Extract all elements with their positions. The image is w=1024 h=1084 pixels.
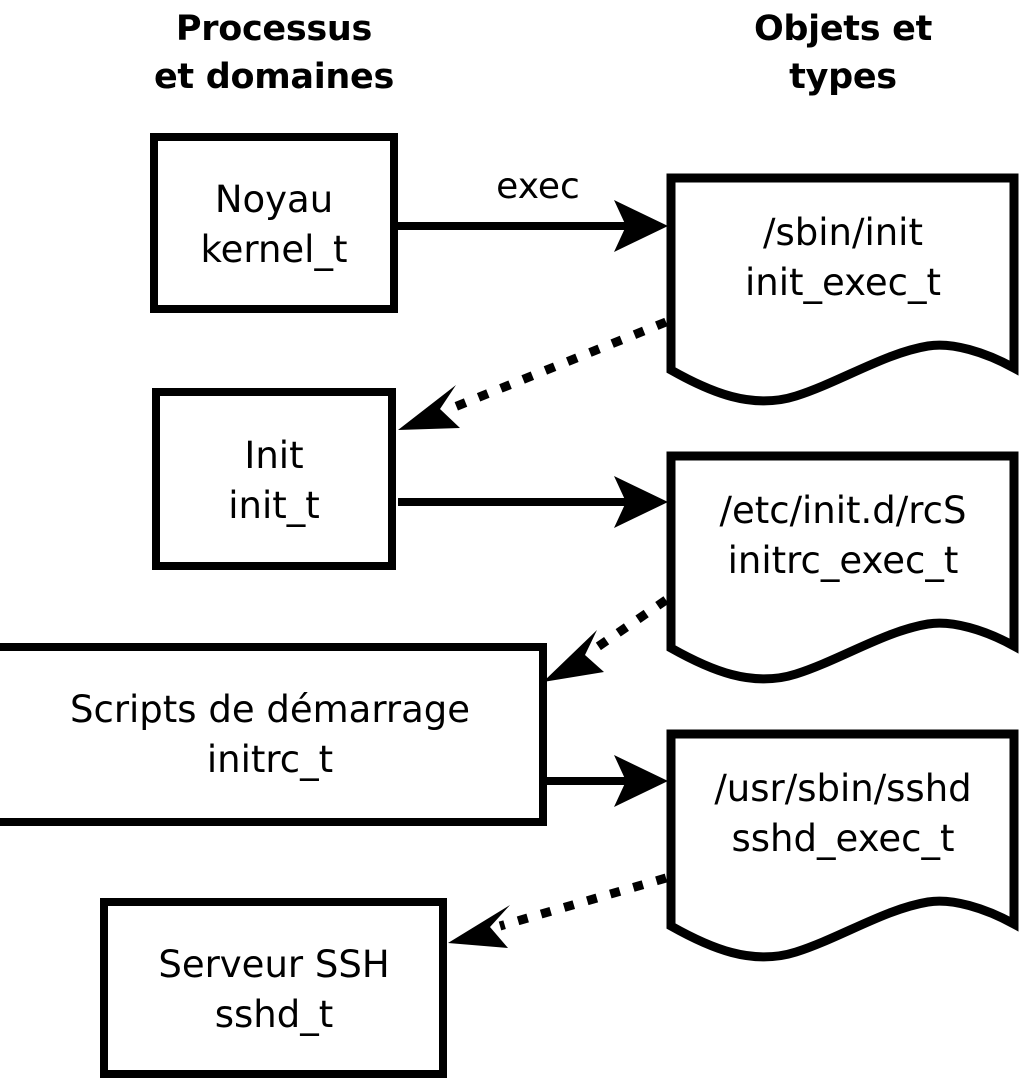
object-type-init-exec: init_exec_t	[745, 261, 941, 304]
column-header-left-line2: et domaines	[154, 57, 394, 97]
process-type-kernel: kernel_t	[201, 228, 348, 271]
object-document-initrc-exec[interactable]	[666, 451, 1019, 684]
object-type-initrc-exec: initrc_exec_t	[728, 539, 959, 582]
edge-line-dotted	[498, 873, 668, 931]
process-name-sshd: Serveur SSH	[158, 943, 389, 986]
process-node-sshd[interactable]: Serveur SSH sshd_t	[100, 898, 447, 1078]
process-node-kernel[interactable]: Noyau kernel_t	[150, 133, 398, 313]
column-header-left-line1: Processus	[176, 9, 372, 49]
arrowhead-dotted	[398, 385, 460, 430]
edge-line-dotted	[450, 317, 668, 413]
object-type-sshd-exec: sshd_exec_t	[732, 817, 955, 860]
process-type-init: init_t	[228, 484, 320, 527]
object-node-initrc-exec[interactable]: /etc/init.d/rcS initrc_exec_t	[666, 451, 1019, 684]
process-node-init[interactable]: Init init_t	[152, 388, 396, 570]
arrowhead-solid	[614, 200, 668, 252]
object-path-sshd-exec: /usr/sbin/sshd	[714, 767, 971, 810]
arrowhead-solid	[614, 476, 668, 528]
arrowhead-dotted	[543, 630, 604, 682]
process-name-initrc: Scripts de démarrage	[70, 688, 470, 731]
process-type-initrc: initrc_t	[207, 738, 333, 781]
object-path-initrc-exec: /etc/init.d/rcS	[719, 489, 966, 532]
process-node-initrc[interactable]: Scripts de démarrage initrc_t	[0, 643, 547, 826]
column-header-left: Processus et domaines	[154, 9, 394, 97]
process-box-initrc[interactable]	[0, 643, 547, 826]
edge-init-to-initrc-exec	[398, 476, 668, 528]
edge-kernel-to-init-exec: exec	[398, 166, 668, 252]
process-box-kernel[interactable]	[150, 133, 398, 313]
object-node-sshd-exec[interactable]: /usr/sbin/sshd sshd_exec_t	[666, 729, 1019, 962]
arrowhead-solid	[614, 755, 668, 807]
process-box-init[interactable]	[152, 388, 396, 570]
object-document-sshd-exec[interactable]	[666, 729, 1019, 962]
process-type-sshd: sshd_t	[215, 993, 334, 1036]
process-box-sshd[interactable]	[100, 898, 447, 1078]
object-path-init-exec: /sbin/init	[763, 211, 923, 254]
column-header-right-line1: Objets et	[754, 9, 932, 49]
arrowhead-dotted	[448, 905, 510, 948]
column-header-right-line2: types	[789, 57, 897, 97]
process-name-init: Init	[244, 434, 303, 477]
edge-label-exec: exec	[496, 166, 580, 207]
edge-sshd-exec-to-sshd	[448, 873, 668, 948]
column-header-right: Objets et types	[754, 9, 932, 97]
process-name-kernel: Noyau	[215, 178, 333, 221]
edge-initrc-exec-to-initrc	[543, 596, 669, 682]
object-node-init-exec[interactable]: /sbin/init init_exec_t	[666, 173, 1019, 406]
edge-line-dotted	[593, 596, 669, 652]
object-document-init-exec[interactable]	[666, 173, 1019, 406]
edge-init-exec-to-init	[398, 317, 668, 430]
edge-initrc-to-sshd-exec	[547, 755, 668, 807]
